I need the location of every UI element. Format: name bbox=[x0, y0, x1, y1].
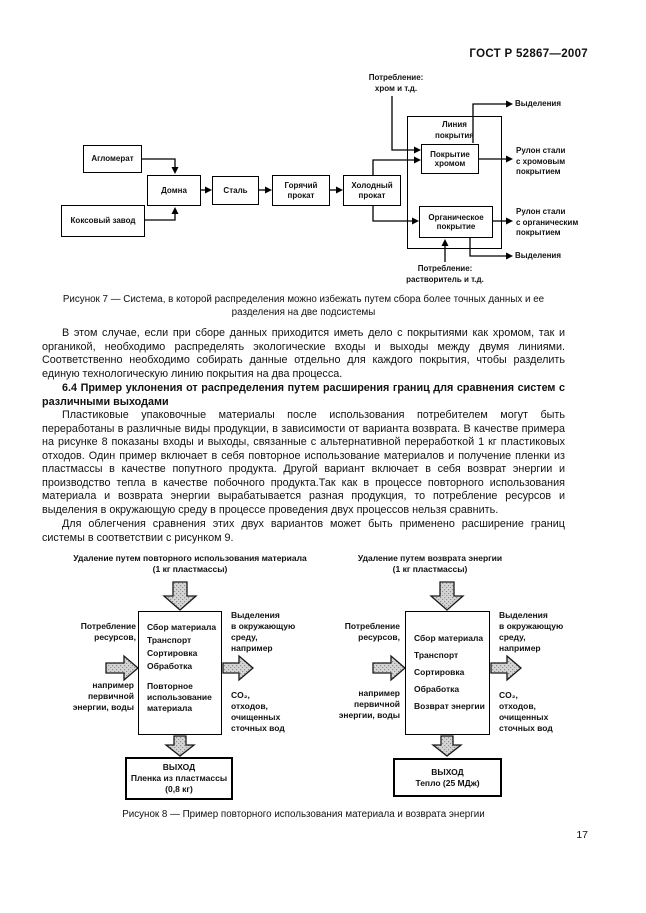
box-hot-rolling: Горячий прокат bbox=[272, 175, 330, 206]
arrow-cold-to-organic bbox=[372, 206, 419, 225]
label-consumption-solvent: Потребление: растворитель и т.д. bbox=[406, 264, 484, 284]
result-box-right: ВЫХОД Тепло (25 МДж) bbox=[393, 758, 502, 797]
label-chrome-roll: Рулон стали с хромовым покрытием bbox=[516, 146, 566, 176]
process-step: Сбор материала bbox=[414, 633, 484, 643]
process-step: Возврат энергии bbox=[414, 701, 485, 711]
box-organic-coating: Органическое покрытие bbox=[419, 206, 493, 238]
label-input-left: Потребление ресурсов, bbox=[80, 621, 136, 642]
process-box-left: Сбор материала Транспорт Сортировка Обра… bbox=[138, 611, 222, 735]
box-blast-furnace: Домна bbox=[147, 175, 201, 206]
process-step: Транспорт bbox=[147, 635, 192, 645]
coating-line-outer-box bbox=[407, 116, 502, 249]
arrow-chrome-to-emissions bbox=[472, 100, 513, 143]
figure8-arrows bbox=[105, 581, 522, 757]
box-coke-plant: Коксовый завод bbox=[61, 205, 145, 237]
result-heading: ВЫХОД bbox=[431, 766, 464, 777]
block-arrow-output-right-icon bbox=[490, 654, 522, 682]
process-step: Сбор материала bbox=[147, 622, 217, 632]
figure8-caption: Рисунок 8 — Пример повторного использова… bbox=[122, 809, 485, 820]
process-box-right: Сбор материала Транспорт Сортировка Обра… bbox=[405, 611, 490, 735]
label-output-example-right: CO₂, отходов, очищенных сточных вод bbox=[499, 690, 553, 733]
document-code: ГОСТ Р 52867—2007 bbox=[469, 48, 588, 60]
box-steel: Сталь bbox=[212, 176, 259, 205]
label-output-right: Выделения в окружающую среду, например bbox=[499, 610, 564, 653]
block-arrow-result-right-icon bbox=[431, 735, 463, 757]
process-step: Обработка bbox=[414, 684, 460, 694]
paragraph-2: Пластиковые упаковочные материалы после … bbox=[42, 409, 565, 516]
block-arrow-down-right-icon bbox=[429, 581, 465, 611]
arrow-coke-to-furnace bbox=[145, 207, 179, 221]
process-step: Транспорт bbox=[414, 650, 459, 660]
block-arrow-input-right-icon bbox=[372, 654, 406, 682]
block-arrow-down-left-icon bbox=[162, 581, 198, 611]
paragraph-3: Для облегчения сравнения этих двух вариа… bbox=[42, 518, 565, 544]
result-heading: ВЫХОД bbox=[162, 762, 196, 772]
process-step: Обработка bbox=[147, 661, 193, 671]
label-input-example-left: например первичной энергии, воды bbox=[72, 680, 134, 712]
paragraph-1: В этом случае, если при сборе данных при… bbox=[42, 327, 565, 380]
coating-line-label: Линия покрытия bbox=[435, 120, 474, 140]
label-input-example-right: например первичной энергии, воды bbox=[338, 688, 400, 720]
result-line: Пленка из пластмассы bbox=[130, 773, 228, 783]
block-arrow-output-left-icon bbox=[222, 654, 254, 682]
figure7-caption: Рисунок 7 — Система, в которой распредел… bbox=[62, 294, 545, 318]
process-step: Сортировка bbox=[414, 667, 465, 677]
label-output-example-left: CO₂, отходов, очищенных сточных вод bbox=[231, 690, 285, 733]
arrow-organic-to-emissions bbox=[469, 238, 513, 260]
block-arrow-result-left-icon bbox=[164, 735, 196, 757]
arrow-cold-to-chrome bbox=[372, 156, 421, 175]
block-arrow-input-left-icon bbox=[105, 654, 139, 682]
box-chrome-coating: Покрытие хромом bbox=[421, 144, 479, 174]
section-heading-6-4: 6.4 Пример уклонения от распределения пу… bbox=[42, 382, 565, 408]
figure7-connectors bbox=[142, 96, 513, 262]
label-output-left: Выделения в окружающую среду, например bbox=[231, 610, 296, 653]
arrow-agglomerate-to-furnace bbox=[142, 158, 179, 174]
result-box-left: ВЫХОД Пленка из пластмассы (0,8 кг) bbox=[125, 757, 233, 800]
figure8-right-title: Удаление путем возврата энергии (1 кг пл… bbox=[357, 553, 503, 574]
process-step: Повторное использование материала bbox=[147, 681, 212, 713]
result-line: Тепло (25 МДж) bbox=[415, 777, 480, 788]
label-consumption-chrome: Потребление: хром и т.д. bbox=[368, 73, 424, 93]
process-step: Сортировка bbox=[147, 648, 198, 658]
box-agglomerate: Агломерат bbox=[83, 145, 142, 173]
label-organic-roll: Рулон стали с органическим покрытием bbox=[516, 207, 579, 237]
box-cold-rolling: Холодный прокат bbox=[343, 175, 401, 206]
label-input-right: Потребление ресурсов, bbox=[344, 621, 400, 642]
result-line: (0,8 кг) bbox=[165, 784, 193, 794]
figure8-left-title: Удаление путем повторного использования … bbox=[73, 553, 307, 574]
page-number: 17 bbox=[576, 829, 588, 841]
label-emissions-top: Выделения bbox=[515, 99, 561, 108]
label-emissions-bottom: Выделения bbox=[515, 251, 561, 260]
